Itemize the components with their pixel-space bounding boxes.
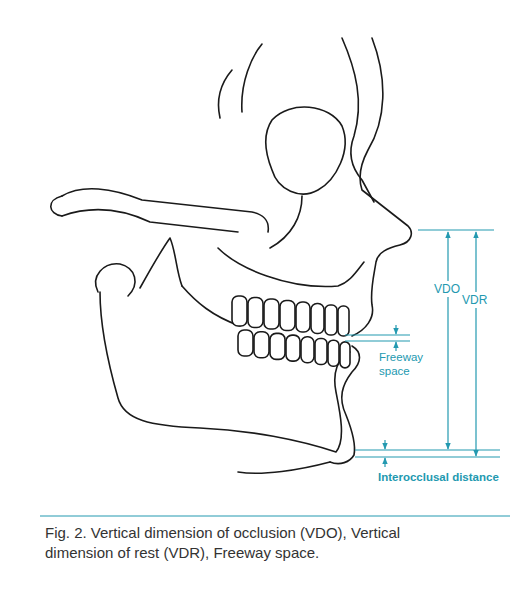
reference-line [355,449,500,450]
caption-rule [40,516,510,517]
vdo-dimension [447,232,448,449]
annotation-label: Interocclusal distance [378,471,528,485]
reference-line [418,229,494,230]
figure-caption: Fig. 2. Vertical dimension of occlusion … [45,523,470,563]
mandible-condyle [96,264,135,296]
occlusal-line [345,340,410,341]
ear-region [51,196,62,216]
vdr-dimension [475,232,476,456]
neck-line [238,462,330,473]
interocclusal-arrow [384,458,385,467]
occlusal-line [345,334,410,335]
cranium-line [242,44,262,112]
zygomatic-arch [62,189,268,232]
freeway-arrow [395,325,396,334]
dimension-label: VDR [462,292,487,308]
interocclusal-arrow [384,440,385,449]
temporal-line [219,70,233,118]
lower-teeth [238,330,350,368]
dimension-label: VDO [434,281,460,297]
frontal-bone [342,38,374,202]
reference-line [355,456,500,457]
annotation-label: Freeway space [379,351,429,379]
coronoid-process [140,238,182,288]
cheekbone [270,196,302,248]
soft-tissue-profile [352,38,411,336]
maxilla [218,248,364,286]
mandible [100,292,350,452]
freeway-arrow [395,342,396,351]
orbit [266,107,345,194]
zygomatic-arch [62,210,238,232]
